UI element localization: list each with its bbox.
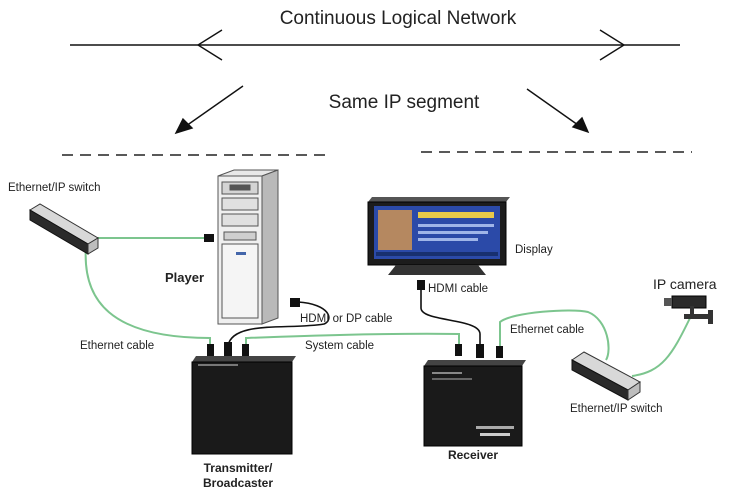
- transmitter-label-line2: Broadcaster: [203, 476, 273, 489]
- system-cable-label: System cable: [305, 340, 374, 352]
- ethernet-switch-left: [29, 203, 99, 255]
- display-label: Display: [515, 244, 553, 256]
- switch-right-label: Ethernet/IP switch: [570, 403, 662, 415]
- ethernet-cable-right-label: Ethernet cable: [510, 324, 584, 336]
- receiver-label: Receiver: [448, 448, 498, 462]
- ethernet-cables: [84, 236, 691, 377]
- cable-connectors: [204, 234, 503, 358]
- hdmi-dp-cable-label: HDMI or DP cable: [300, 313, 392, 325]
- network-title: Continuous Logical Network: [280, 8, 517, 29]
- ethernet-cable-left-label: Ethernet cable: [80, 340, 154, 352]
- ip-camera: [664, 295, 713, 324]
- ip-camera-label: IP camera: [653, 276, 717, 292]
- logical-network-line: [70, 29, 680, 61]
- player-tower: [217, 169, 279, 325]
- transmitter-label-line1: Transmitter/: [204, 461, 273, 475]
- segment-arrows: [174, 85, 590, 135]
- ethernet-switch-right: [571, 351, 641, 401]
- hdmi-cable-label: HDMI cable: [428, 283, 488, 295]
- transmitter-box: [191, 356, 296, 455]
- display-monitor: [367, 197, 510, 275]
- switch-left-label: Ethernet/IP switch: [8, 182, 100, 194]
- player-label: Player: [165, 270, 204, 285]
- black-cables: [227, 289, 481, 347]
- segment-title: Same IP segment: [329, 92, 480, 113]
- segment-dashes: [62, 151, 692, 156]
- receiver-box: [423, 360, 526, 447]
